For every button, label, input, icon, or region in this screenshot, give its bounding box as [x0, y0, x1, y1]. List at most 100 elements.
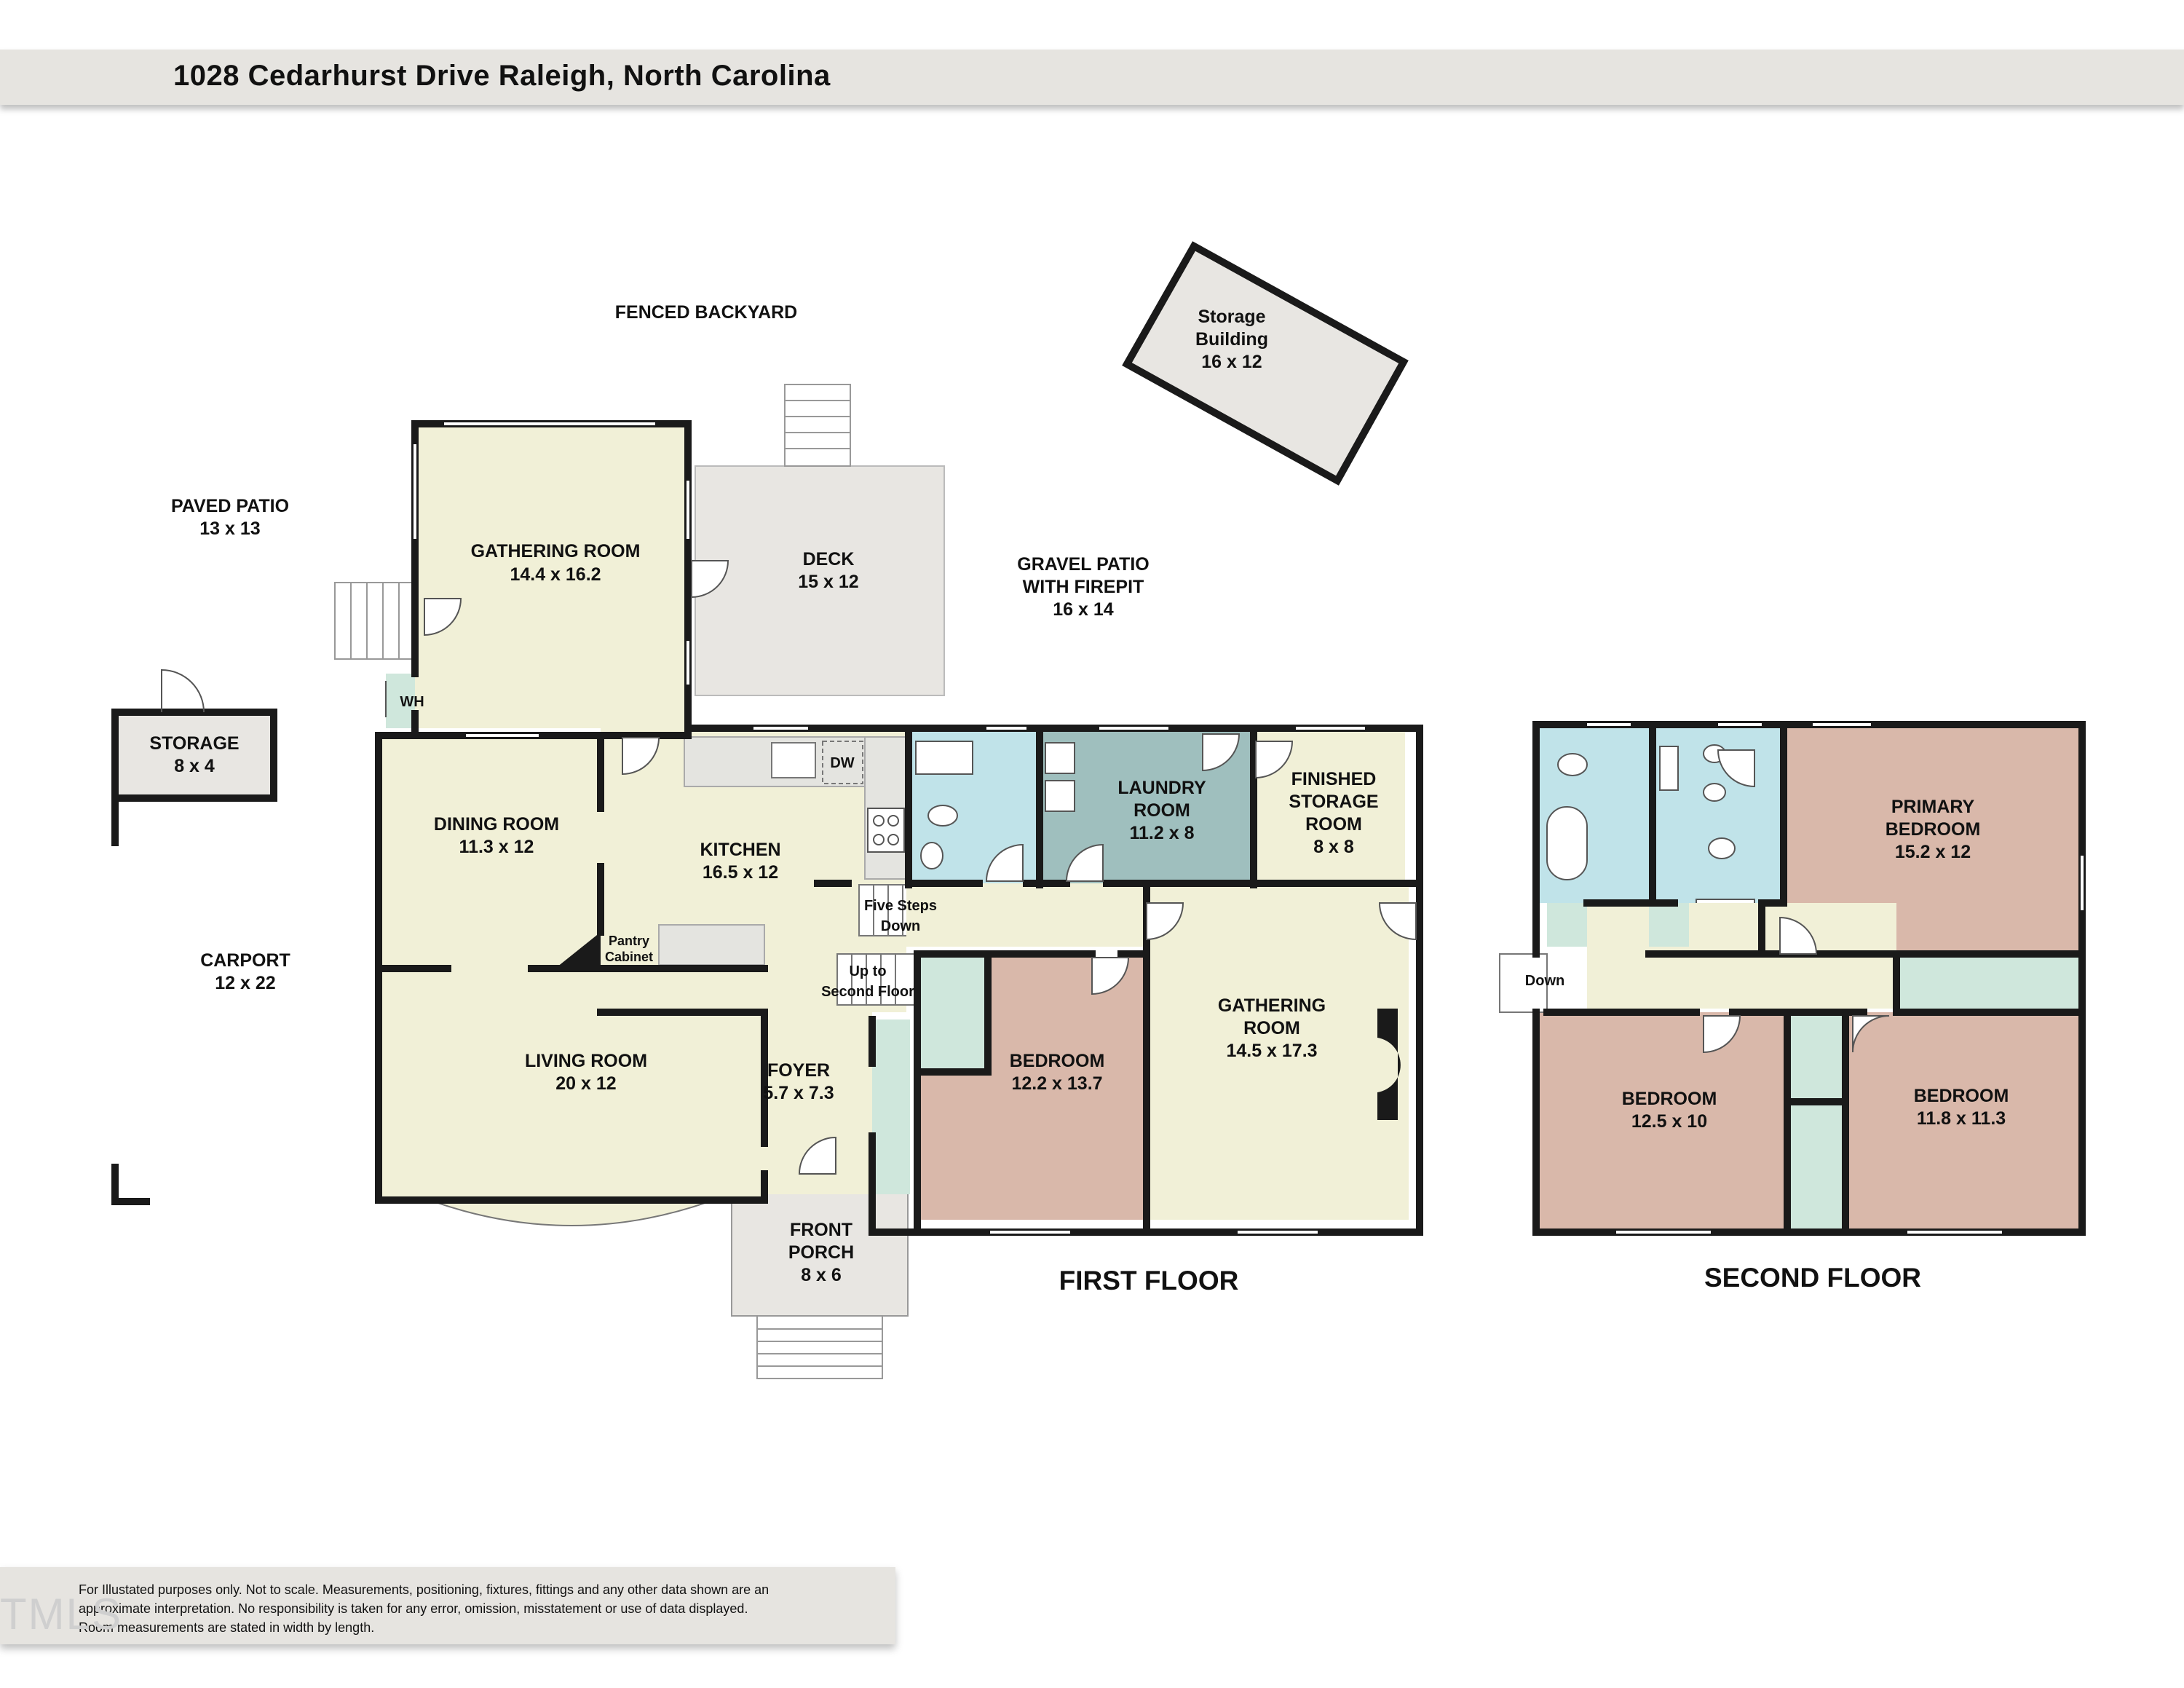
- label-storage-building-size: 16 x 12: [1201, 352, 1262, 372]
- label-finished-storage-size: 8 x 8: [1313, 837, 1354, 857]
- label-pantry-1: Pantry: [609, 934, 649, 948]
- storage-building: [1122, 241, 1409, 486]
- living-room: [379, 969, 764, 1200]
- label-gravel-patio-2: WITH FIREPIT: [1023, 577, 1144, 597]
- pantry-wedge: [557, 932, 601, 967]
- storage-shed: [111, 669, 277, 846]
- first-floor-walls: [375, 420, 1423, 1236]
- label-first-floor: FIRST FLOOR: [1059, 1266, 1239, 1295]
- disclaimer-line-1: For Illustated purposes only. Not to sca…: [79, 1582, 769, 1597]
- label-bedroom-right-size: 11.8 x 11.3: [1917, 1108, 2006, 1129]
- label-finished-storage-1: FINISHED: [1291, 769, 1377, 789]
- label-kitchen: KITCHEN: [700, 840, 780, 860]
- door-swings-second: [1703, 749, 1890, 1054]
- washer-dryer: [1045, 742, 1075, 812]
- label-down: Down: [1525, 973, 1564, 989]
- gathering-room-rear: [415, 426, 688, 728]
- second-hall-closet: [1547, 903, 1587, 947]
- living-bay-window: [429, 1199, 714, 1226]
- label-storage-size: 8 x 4: [174, 756, 215, 776]
- label-front-porch-size: 8 x 6: [801, 1265, 842, 1285]
- dishwasher: [822, 741, 863, 784]
- dining-room: [379, 735, 601, 969]
- second-closet-primary: [1896, 954, 2078, 1012]
- label-primary-bedroom-1: PRIMARY: [1891, 797, 1975, 817]
- label-foyer-size: 5.7 x 7.3: [763, 1083, 834, 1103]
- door-swings-first: [385, 560, 1417, 1175]
- label-deck: DECK: [803, 549, 855, 569]
- fireplace: [1377, 1009, 1401, 1120]
- pantry-counter: [658, 924, 765, 966]
- label-foyer: FOYER: [767, 1060, 830, 1081]
- label-front-porch-2: PORCH: [788, 1242, 854, 1263]
- stove: [867, 808, 905, 853]
- side-stairs: [334, 582, 416, 660]
- label-storage: STORAGE: [149, 733, 239, 754]
- label-gathering-side-size: 14.5 x 17.3: [1226, 1041, 1317, 1061]
- label-finished-storage-3: ROOM: [1305, 814, 1362, 835]
- label-gravel-patio-size: 16 x 14: [1053, 599, 1114, 620]
- title-bar: 1028 Cedarhurst Drive Raleigh, North Car…: [0, 50, 2184, 105]
- hallway: [906, 883, 1147, 947]
- porch-stairs: [756, 1315, 883, 1379]
- gathering-room-side: [1150, 887, 1409, 1220]
- disclaimer-line-2: approximate interpretation. No responsib…: [79, 1601, 748, 1616]
- label-carport-size: 12 x 22: [215, 973, 275, 993]
- label-up-second-1: Up to: [849, 963, 886, 979]
- hall-closet-fill: [919, 954, 988, 1069]
- label-storage-building-2: Building: [1195, 329, 1268, 350]
- label-gravel-patio-1: GRAVEL PATIO: [1017, 554, 1150, 575]
- label-gathering-side-1: GATHERING: [1218, 995, 1326, 1016]
- deck: [695, 465, 945, 696]
- label-dining-room: DINING ROOM: [434, 814, 559, 835]
- label-gathering-side-2: ROOM: [1243, 1018, 1300, 1038]
- label-five-steps-1: Five Steps: [864, 898, 937, 914]
- mls-watermark: TMLS: [0, 1590, 123, 1638]
- property-address: 1028 Cedarhurst Drive Raleigh, North Car…: [173, 60, 831, 92]
- label-dining-room-size: 11.3 x 12: [459, 837, 534, 857]
- windows-second-floor: [1587, 723, 2084, 1234]
- label-gathering-room-rear-size: 14.4 x 16.2: [510, 564, 601, 585]
- label-bedroom-first: BEDROOM: [1010, 1051, 1105, 1071]
- label-living-room-size: 20 x 12: [555, 1073, 616, 1094]
- label-up-second-2: Second Floor: [821, 984, 914, 1000]
- label-laundry-1: LAUNDRY: [1117, 778, 1206, 798]
- label-storage-building-1: Storage: [1198, 307, 1265, 327]
- water-heater-closet: [386, 674, 415, 728]
- foyer-closet: [872, 1019, 910, 1194]
- label-bedroom-left: BEDROOM: [1622, 1089, 1717, 1109]
- label-primary-bedroom-size: 15.2 x 12: [1895, 842, 1971, 862]
- windows-first-floor: [414, 422, 1365, 1234]
- label-bedroom-first-size: 12.2 x 13.7: [1011, 1073, 1102, 1094]
- label-carport: CARPORT: [200, 950, 290, 971]
- label-five-steps-2: Down: [881, 918, 920, 934]
- sink: [771, 742, 816, 778]
- bath-fixtures-first: [915, 741, 973, 869]
- label-gathering-room-rear: GATHERING ROOM: [471, 541, 641, 561]
- carport-corner: [111, 1164, 150, 1205]
- label-living-room: LIVING ROOM: [525, 1051, 647, 1071]
- deck-stairs: [784, 384, 851, 467]
- second-bedroom-left: [1536, 1012, 1787, 1231]
- second-hall-closet2: [1649, 903, 1689, 947]
- disclaimer: For Illustated purposes only. Not to sca…: [0, 1567, 895, 1644]
- label-dw: DW: [830, 755, 854, 771]
- label-wh: WH: [400, 694, 424, 710]
- second-bedroom-right: [1845, 1012, 2078, 1231]
- label-laundry-size: 11.2 x 8: [1130, 823, 1195, 843]
- disclaimer-line-3: Room measurements are stated in width by…: [79, 1620, 375, 1635]
- label-pantry-2: Cabinet: [605, 950, 653, 964]
- label-paved-patio-size: 13 x 13: [199, 518, 260, 539]
- second-down-stairs: [1499, 953, 1548, 1013]
- label-second-floor: SECOND FLOOR: [1704, 1263, 1921, 1293]
- label-bedroom-left-size: 12.5 x 10: [1631, 1111, 1707, 1132]
- label-deck-size: 15 x 12: [798, 572, 858, 592]
- label-paved-patio: PAVED PATIO: [171, 496, 289, 516]
- label-fenced-backyard: FENCED BACKYARD: [615, 302, 798, 323]
- second-center-closets: [1791, 1012, 1845, 1231]
- label-finished-storage-2: STORAGE: [1289, 792, 1378, 812]
- label-laundry-2: ROOM: [1133, 800, 1190, 821]
- label-primary-bedroom-2: BEDROOM: [1886, 819, 1981, 840]
- label-bedroom-right: BEDROOM: [1914, 1086, 2009, 1106]
